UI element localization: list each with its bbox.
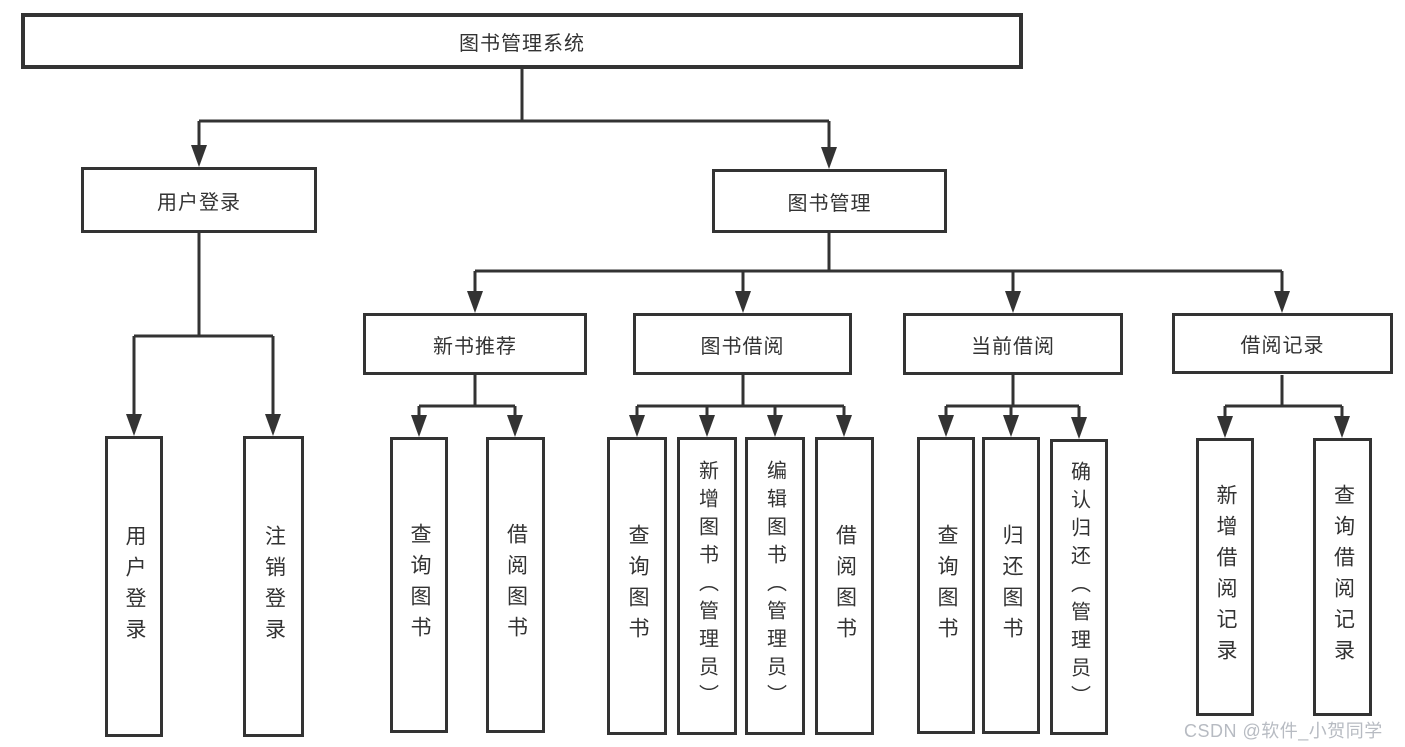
leaf-borrowing-query-books: 查询图书 [607,437,667,735]
leaf-query-borrow-record-label: 查询借阅记录 [1331,484,1355,670]
node-book-borrowing-label: 图书借阅 [700,335,785,358]
leaf-logout: 注销登录 [243,436,304,737]
leaf-borrowing-query-books-label: 查询图书 [626,524,649,648]
leaf-query-borrow-record: 查询借阅记录 [1313,438,1372,716]
leaf-borrowing-borrow-books: 借阅图书 [815,437,874,735]
leaf-add-borrow-record: 新增借阅记录 [1196,438,1254,716]
leaf-user-login-label: 用户登录 [123,524,146,649]
node-user-login-branch: 用户登录 [81,167,317,233]
connector-userlogin-leaves [132,233,275,417]
leaf-recommend-borrow-books: 借阅图书 [486,437,545,733]
leaf-borrowing-borrow-books-label: 借阅图书 [833,524,857,648]
node-new-book-recommend: 新书推荐 [363,313,587,375]
node-library-system: 图书管理系统 [21,13,1023,69]
leaf-user-login: 用户登录 [105,436,163,737]
leaf-edit-books-admin-label: 编辑图书（管理员） [763,460,786,712]
leaf-confirm-return-admin-label: 确认归还（管理员） [1067,461,1090,713]
leaf-return-books-label: 归还图书 [1000,523,1023,648]
leaf-current-query-books-label: 查询图书 [935,523,958,648]
arrowheads [126,145,1350,439]
node-new-book-recommend-label: 新书推荐 [433,335,517,358]
leaf-logout-label: 注销登录 [262,524,286,649]
node-book-management-label: 图书管理 [787,192,872,215]
node-borrowing-records-label: 借阅记录 [1240,335,1325,357]
node-user-login-branch-label: 用户登录 [157,191,241,214]
leaf-add-borrow-record-label: 新增借阅记录 [1214,484,1237,670]
csdn-watermark: CSDN @软件_小贺同学 [1184,721,1383,741]
leaf-recommend-query-books: 查询图书 [390,437,448,733]
connector-currentborrow-leaves [944,375,1081,420]
node-borrowing-records: 借阅记录 [1172,313,1393,374]
leaf-current-query-books: 查询图书 [917,437,975,734]
node-current-borrowing: 当前借阅 [903,313,1123,375]
leaf-recommend-borrow-books-label: 借阅图书 [504,523,528,647]
node-current-borrowing-label: 当前借阅 [971,335,1055,358]
leaf-return-books: 归还图书 [982,437,1040,734]
connector-records-leaves [1223,375,1344,419]
leaf-add-books-admin-label: 新增图书（管理员） [695,460,718,712]
leaf-add-books-admin: 新增图书（管理员） [677,437,737,735]
connector-root-level2 [197,69,831,150]
connector-newrec-leaves [417,375,517,418]
node-book-borrowing: 图书借阅 [633,313,852,375]
leaf-confirm-return-admin: 确认归还（管理员） [1050,439,1108,735]
connector-bookborrow-leaves [635,375,846,418]
node-library-system-label: 图书管理系统 [459,32,585,55]
connector-bookmgmt-level3 [473,233,1284,294]
node-book-management: 图书管理 [712,169,947,233]
leaf-edit-books-admin: 编辑图书（管理员） [745,437,805,735]
leaf-recommend-query-books-label: 查询图书 [408,523,431,647]
